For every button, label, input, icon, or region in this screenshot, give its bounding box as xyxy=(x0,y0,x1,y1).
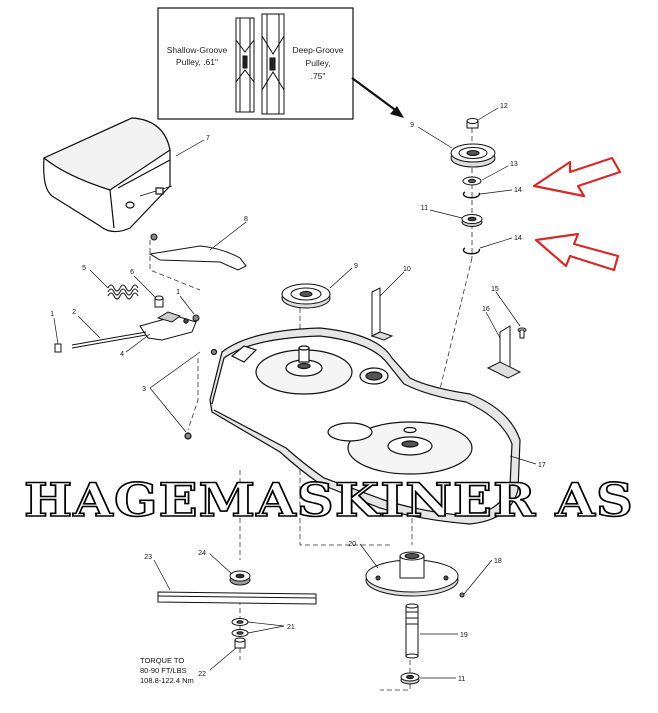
deep-groove-pulley-section xyxy=(261,13,285,115)
adjust-rod-2 xyxy=(71,331,147,349)
callout-13: 13 xyxy=(510,161,518,168)
callout-11-upper: 11 xyxy=(421,205,428,212)
deep-label-3: .75" xyxy=(311,71,326,81)
bracket-16 xyxy=(486,325,522,379)
mower-deck-17 xyxy=(184,327,521,525)
callout-19: 19 xyxy=(460,632,468,639)
callout-9-upper: 9 xyxy=(410,122,414,129)
callout-12: 12 xyxy=(500,103,508,110)
bolt-15 xyxy=(517,327,527,339)
idler-arm-8 xyxy=(148,233,247,271)
callout-2: 2 xyxy=(72,309,76,316)
callout-14-upper: 14 xyxy=(514,187,522,194)
callout-1-left: 1 xyxy=(50,311,54,318)
callout-21: 21 xyxy=(287,624,295,631)
blade-23 xyxy=(157,591,317,605)
callout-11-lower: 11 xyxy=(458,676,465,683)
highlight-arrow-upper xyxy=(532,156,622,198)
callout-14-lower: 14 xyxy=(514,235,522,242)
bolt-6 xyxy=(154,295,164,308)
belt-cover-7 xyxy=(42,117,173,233)
bearing-11-lower xyxy=(400,672,420,685)
spring-5 xyxy=(107,284,139,300)
leader-lines xyxy=(53,107,537,679)
torque-line-2: 80-90 FT/LBS xyxy=(140,666,187,675)
inset-pointer-arrow xyxy=(351,77,404,118)
spindle-shaft-19 xyxy=(405,603,419,659)
spindle-housing-20 xyxy=(365,551,459,597)
callout-20: 20 xyxy=(348,541,356,548)
blade-bolt-22 xyxy=(234,637,246,649)
callout-4: 4 xyxy=(120,351,124,358)
snap-ring-14-lower xyxy=(462,247,481,255)
callout-22: 22 xyxy=(198,671,206,678)
callout-18: 18 xyxy=(494,558,502,565)
bearing-11-upper xyxy=(461,214,483,227)
bolt-1-right xyxy=(192,314,200,322)
callout-24: 24 xyxy=(198,550,206,557)
highlight-arrow-lower xyxy=(534,232,620,272)
callout-5: 5 xyxy=(82,265,86,272)
screw-18 xyxy=(459,592,465,598)
bolt-1-left xyxy=(54,343,62,353)
bracket-4 xyxy=(139,311,197,341)
callout-10: 10 xyxy=(403,266,411,273)
callout-15: 15 xyxy=(491,286,499,293)
callout-23: 23 xyxy=(144,554,152,561)
callout-6: 6 xyxy=(130,269,134,276)
shallow-label-2: Pulley, .61" xyxy=(176,57,218,67)
callout-numbers: 9 12 13 14 11 14 7 8 5 6 1 1 2 4 3 9 10 … xyxy=(50,103,546,683)
bracket-10 xyxy=(370,287,394,341)
deep-label-1: Deep-Groove xyxy=(292,45,343,55)
callout-16: 16 xyxy=(482,306,490,313)
callout-1-right: 1 xyxy=(176,289,180,296)
washer-13 xyxy=(462,176,482,186)
callout-7: 7 xyxy=(206,135,210,142)
inset-frame xyxy=(157,7,354,120)
callout-3: 3 xyxy=(142,386,146,393)
pulley-9-lower xyxy=(281,283,331,309)
watermark-text: HAGEMASKINER AS xyxy=(24,473,634,527)
pulley-9-upper xyxy=(450,143,496,168)
torque-line-3: 108.8-122.4 Nm xyxy=(140,676,194,685)
pulley-inset: Shallow-Groove Pulley, .61" Deep-Groove … xyxy=(157,7,354,120)
deep-label-2: Pulley, xyxy=(306,58,331,68)
torque-note: TORQUE TO 80-90 FT/LBS 108.8-122.4 Nm xyxy=(140,656,194,685)
nut-12 xyxy=(466,118,479,129)
callout-17: 17 xyxy=(538,462,546,469)
shallow-label-1: Shallow-Groove xyxy=(167,45,228,55)
torque-line-1: TORQUE TO xyxy=(140,656,184,665)
callout-8: 8 xyxy=(244,216,248,223)
callout-9-lower: 9 xyxy=(354,263,358,270)
snap-ring-14-upper xyxy=(462,191,481,199)
shallow-groove-pulley-section xyxy=(235,17,255,113)
blade-adapter-24 xyxy=(229,570,251,586)
